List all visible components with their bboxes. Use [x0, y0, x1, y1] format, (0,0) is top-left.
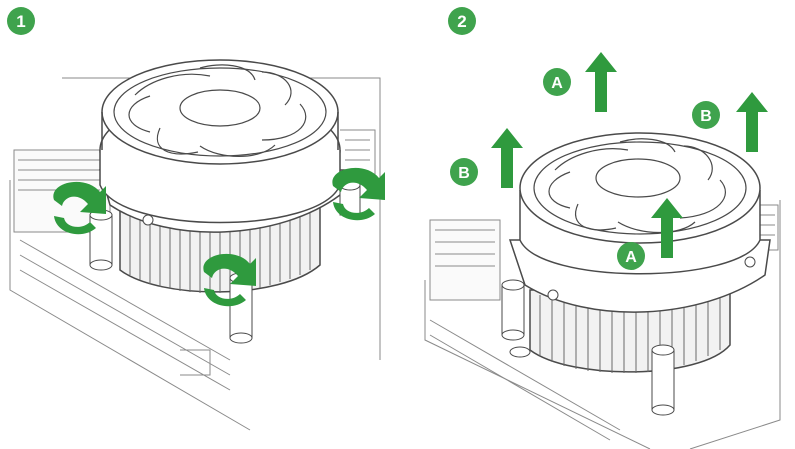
push-pin-left-2: [501, 279, 531, 358]
label-b-right-text: B: [700, 108, 712, 125]
step-2-number: 2: [457, 12, 466, 31]
step-2-badge: 2: [448, 7, 476, 35]
panel-step-2: A B B A 2: [424, 7, 781, 449]
up-arrow-icon: [736, 92, 768, 152]
up-arrow-icon: [585, 52, 617, 112]
panel-step-1: 1: [7, 7, 385, 431]
fan-1: [99, 59, 341, 224]
label-b-right: B: [692, 101, 720, 129]
label-a-top-text: A: [551, 75, 563, 92]
push-pin-left: [89, 209, 113, 271]
fan-2: [519, 132, 761, 275]
label-a-center-text: A: [625, 249, 637, 266]
label-a-center: A: [617, 242, 645, 270]
label-a-top: A: [543, 68, 571, 96]
label-b-left-text: B: [458, 165, 470, 182]
up-arrow-icon: [491, 128, 523, 188]
push-pin-front-2: [651, 344, 675, 416]
motherboard-plane-2: [424, 200, 781, 449]
label-b-left: B: [450, 158, 478, 186]
step-1-number: 1: [16, 12, 25, 31]
step-1-badge: 1: [7, 7, 35, 35]
